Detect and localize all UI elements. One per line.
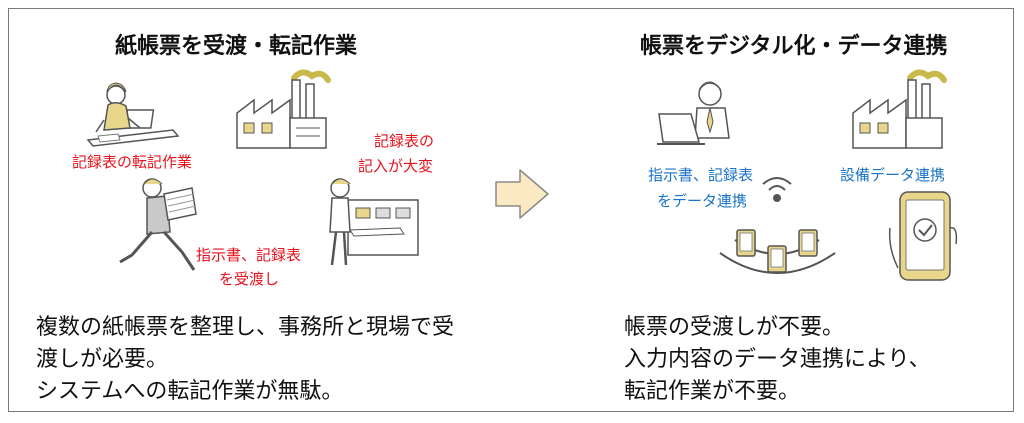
right-desc-line: 帳票の受渡しが不要。 [624,315,845,340]
label-link-line2: をデータ連携 [657,192,748,210]
tablet-icon [736,229,756,257]
running-worker-icon [119,178,197,271]
factory-icon [236,69,331,149]
smartphone-icon [888,191,958,281]
label-transcribe: 記録表の転記作業 [72,153,193,171]
label-equipment: 設備データ連携 [840,166,946,184]
right-desc-line: 転記作業が不要。 [624,379,801,404]
left-title: 紙帳票を受渡・転記作業 [115,34,358,59]
right-title: 帳票をデジタル化・データ連携 [640,34,948,59]
label-hard-line2: 記入が大変 [358,157,434,175]
right-description: 帳票の受渡しが不要。 入力内容のデータ連携により、 転記作業が不要。 [624,312,931,408]
tablet-icon [767,245,787,273]
left-description: 複数の紙帳票を整理し、事務所と現場で受 渡しが必要。 システムへの転記作業が無駄… [36,312,454,408]
label-hard-line1: 記録表の [374,132,435,150]
right-desc-line: 入力内容のデータ連携により、 [624,347,931,372]
laptop-worker-icon [657,81,730,145]
tablet-icon [798,229,818,257]
left-desc-line: 複数の紙帳票を整理し、事務所と現場で受 [36,315,455,340]
office-worker-icon [86,82,180,147]
left-desc-line: 渡しが必要。 [36,347,169,372]
factory-icon [852,69,947,149]
desk-worker-icon [329,178,419,266]
label-handover-line1: 指示書、記録表 [196,246,302,264]
label-handover-line2: を受渡し [219,270,280,288]
label-link-line1: 指示書、記録表 [648,166,754,184]
arrow-right-icon [495,169,549,219]
left-desc-line: システムへの転記作業が無駄。 [36,379,344,404]
